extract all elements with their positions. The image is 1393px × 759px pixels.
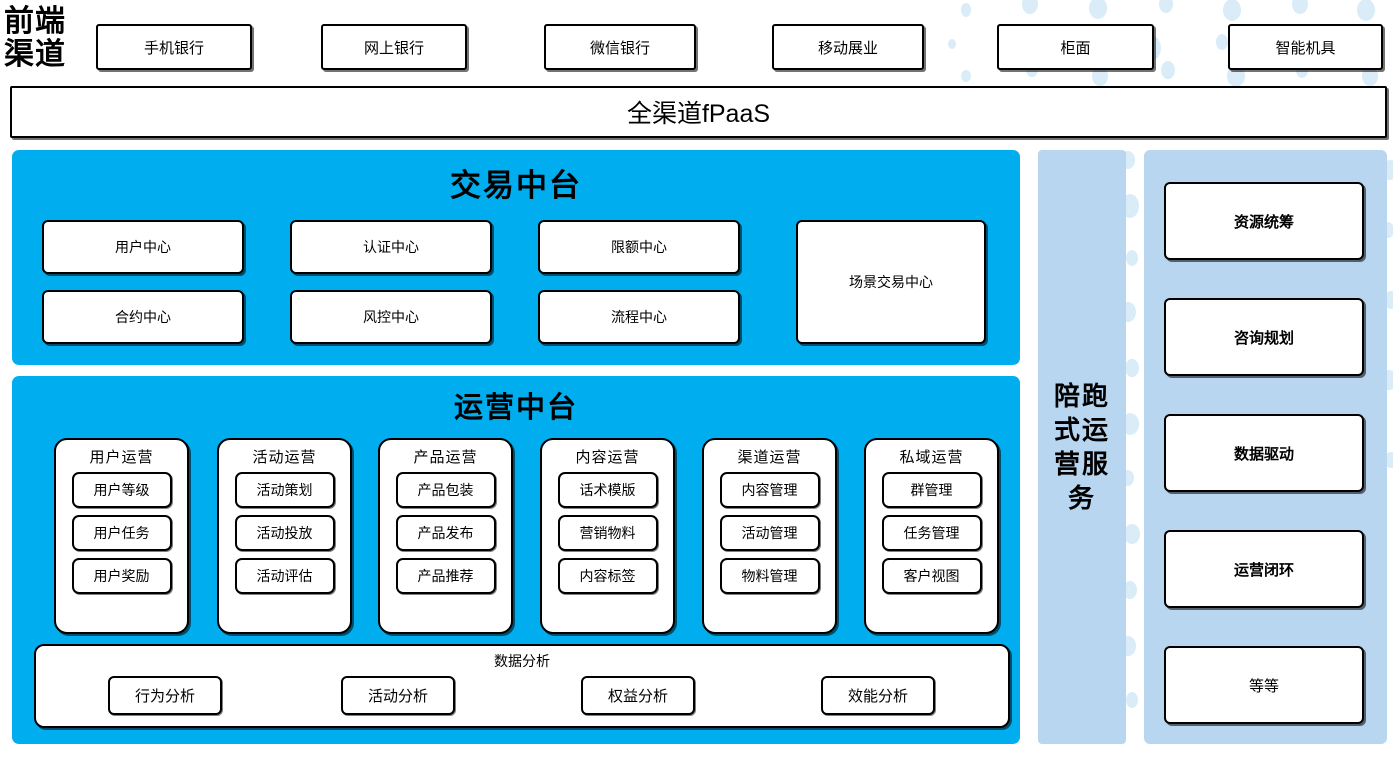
ops-column-title: 私域运营 [899, 449, 964, 466]
analysis-item-behavior[interactable]: 行为分析 [108, 676, 222, 715]
frontend-channel-row: 前端 渠道 手机银行 网上银行 微信银行 移动展业 柜面 智能机具 [0, 5, 1393, 72]
ops-item[interactable]: 活动投放 [234, 515, 335, 551]
trade-box-user-center[interactable]: 用户中心 [42, 220, 244, 274]
ops-column-title: 渠道运营 [737, 449, 802, 466]
trade-box-risk-center[interactable]: 风控中心 [290, 290, 492, 344]
ops-item[interactable]: 用户任务 [71, 515, 172, 551]
ops-item[interactable]: 营销物料 [557, 515, 658, 551]
ops-column-content[interactable]: 内容运营 话术模版 营销物料 内容标签 [540, 438, 675, 634]
channel-box-mobile-biz[interactable]: 移动展业 [772, 24, 924, 70]
frontend-channel-title-line2: 渠道 [4, 38, 66, 71]
ops-column-private-domain[interactable]: 私域运营 群管理 任务管理 客户视图 [864, 438, 999, 634]
channel-box-smart-device[interactable]: 智能机具 [1228, 24, 1383, 70]
ops-item[interactable]: 任务管理 [881, 515, 982, 551]
capability-column: 资源统筹 咨询规划 数据驱动 运营闭环 等等 [1144, 150, 1387, 744]
omnichannel-fpaas-bar[interactable]: 全渠道fPaaS [10, 86, 1387, 138]
trade-box-auth-center[interactable]: 认证中心 [290, 220, 492, 274]
ops-column-title: 活动运营 [252, 449, 317, 466]
trade-box-process-center[interactable]: 流程中心 [538, 290, 740, 344]
ops-item[interactable]: 用户奖励 [71, 558, 172, 594]
ops-item[interactable]: 活动评估 [234, 558, 335, 594]
channel-box-counter[interactable]: 柜面 [997, 24, 1154, 70]
ops-column-campaign[interactable]: 活动运营 活动策划 活动投放 活动评估 [217, 438, 352, 634]
ops-column-channel[interactable]: 渠道运营 内容管理 活动管理 物料管理 [702, 438, 837, 634]
service-column-label: 陪跑式运营服务 [1053, 381, 1110, 513]
ops-column-user[interactable]: 用户运营 用户等级 用户任务 用户奖励 [54, 438, 189, 634]
ops-item[interactable]: 话术模版 [557, 472, 658, 508]
trade-box-limit-center[interactable]: 限额中心 [538, 220, 740, 274]
ops-column-product[interactable]: 产品运营 产品包装 产品发布 产品推荐 [378, 438, 513, 634]
ops-item[interactable]: 内容标签 [557, 558, 658, 594]
trade-box-scenario-trade-center[interactable]: 场景交易中心 [796, 220, 986, 344]
data-analysis-box: 数据分析 行为分析 活动分析 权益分析 效能分析 [34, 644, 1010, 728]
capability-box-etc[interactable]: 等等 [1164, 646, 1364, 724]
channel-box-mobile-bank[interactable]: 手机银行 [96, 24, 252, 70]
ops-item[interactable]: 内容管理 [719, 472, 820, 508]
main-architecture-area: 交易中台 用户中心 认证中心 限额中心 合约中心 风控中心 流程中心 场景交易中… [0, 148, 1393, 748]
ops-item[interactable]: 产品推荐 [395, 558, 496, 594]
analysis-item-efficiency[interactable]: 效能分析 [821, 676, 935, 715]
ops-column-title: 用户运营 [89, 449, 154, 466]
ops-item[interactable]: 产品包装 [395, 472, 496, 508]
ops-column-title: 产品运营 [413, 449, 478, 466]
ops-item[interactable]: 活动策划 [234, 472, 335, 508]
ops-platform-panel: 运营中台 用户运营 用户等级 用户任务 用户奖励 活动运营 活动策划 活动投放 … [12, 376, 1020, 744]
capability-box-data-driven[interactable]: 数据驱动 [1164, 414, 1364, 492]
frontend-channel-title: 前端 渠道 [4, 5, 90, 71]
trade-platform-title: 交易中台 [450, 168, 582, 203]
ops-item[interactable]: 客户视图 [881, 558, 982, 594]
channel-box-wechat-bank[interactable]: 微信银行 [544, 24, 696, 70]
ops-column-title: 内容运营 [575, 449, 640, 466]
capability-box-ops-closed-loop[interactable]: 运营闭环 [1164, 530, 1364, 608]
accompanying-operation-service-column: 陪跑式运营服务 [1038, 150, 1126, 744]
ops-item[interactable]: 产品发布 [395, 515, 496, 551]
ops-item[interactable]: 物料管理 [719, 558, 820, 594]
channel-box-online-bank[interactable]: 网上银行 [321, 24, 467, 70]
capability-box-consulting-planning[interactable]: 咨询规划 [1164, 298, 1364, 376]
trade-platform-panel: 交易中台 用户中心 认证中心 限额中心 合约中心 风控中心 流程中心 场景交易中… [12, 150, 1020, 365]
ops-item[interactable]: 用户等级 [71, 472, 172, 508]
ops-item[interactable]: 群管理 [881, 472, 982, 508]
capability-box-resource-coordination[interactable]: 资源统筹 [1164, 182, 1364, 260]
analysis-item-benefit[interactable]: 权益分析 [581, 676, 695, 715]
analysis-item-campaign[interactable]: 活动分析 [341, 676, 455, 715]
frontend-channel-title-line1: 前端 [4, 5, 66, 38]
ops-item[interactable]: 活动管理 [719, 515, 820, 551]
trade-box-contract-center[interactable]: 合约中心 [42, 290, 244, 344]
data-analysis-title: 数据分析 [494, 653, 550, 669]
ops-platform-title: 运营中台 [453, 392, 578, 424]
